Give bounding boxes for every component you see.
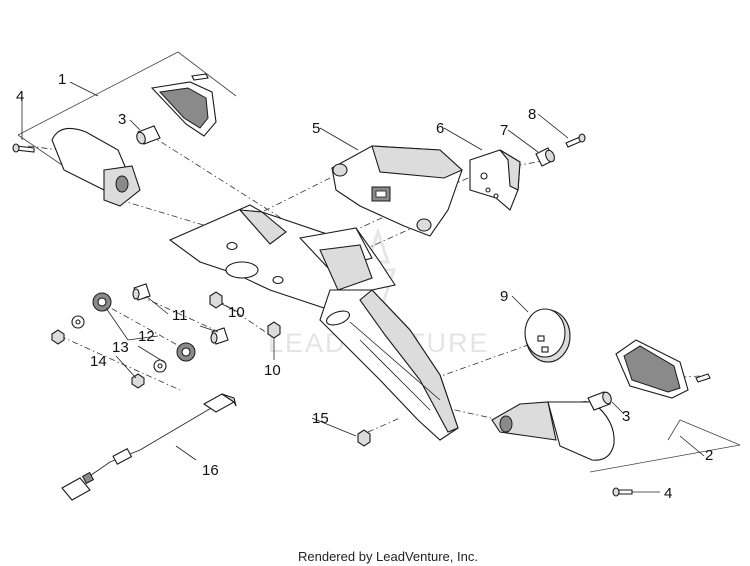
callout-2: 2 [705,447,713,464]
bolt-8 [565,133,586,148]
nut-upper-10 [209,291,223,309]
right-turn-signal-lens [615,339,711,399]
right-bulb-3 [587,391,612,411]
left-bulb-3 [136,125,161,145]
callout-6: 6 [436,120,444,137]
callout-8: 8 [528,106,536,123]
callout-10-lower: 10 [264,362,281,379]
credit-text: Rendered by LeadVenture, Inc. [298,549,478,564]
tail-light-housing [331,145,463,237]
grommet-upper [92,292,112,312]
callout-7: 7 [500,122,508,139]
callout-4-left: 4 [16,88,24,105]
left-turn-signal-lens [150,73,217,137]
callout-3-right: 3 [622,408,630,425]
callout-4-right: 4 [664,485,672,502]
callout-5: 5 [312,120,320,137]
nut-lower-10 [267,321,281,339]
callout-9: 9 [500,288,508,305]
grommet-lower [176,342,196,362]
callouts: 1 2 3 3 4 4 5 6 7 8 9 10 10 11 12 13 14 … [16,71,713,502]
callout-1: 1 [58,71,66,88]
leader-lines [21,81,705,493]
callout-15: 15 [312,410,329,427]
callout-10-upper: 10 [228,304,245,321]
nut-lower-14 [131,373,145,389]
spacer-lower-11 [210,327,229,345]
wire-harness-16 [61,393,237,501]
callout-11: 11 [172,307,188,324]
right-screw-4 [612,487,633,497]
reflector-9 [524,308,571,363]
callout-3-left: 3 [118,111,126,128]
license-plate-bracket [168,204,459,441]
right-turn-signal-body [491,401,615,461]
callout-16: 16 [202,462,219,479]
spacer-7 [535,147,555,167]
callout-13: 13 [112,339,129,356]
washer-upper-13 [71,315,85,329]
left-screw-4 [12,143,35,153]
washer-lower-13 [153,359,167,373]
light-bracket [469,149,521,211]
nut-upper-14 [51,329,65,345]
callout-12: 12 [138,328,155,345]
assembly-bracket-2 [589,419,741,473]
callout-14: 14 [90,353,107,370]
nut-15 [357,429,371,447]
left-turn-signal-body [51,127,141,207]
